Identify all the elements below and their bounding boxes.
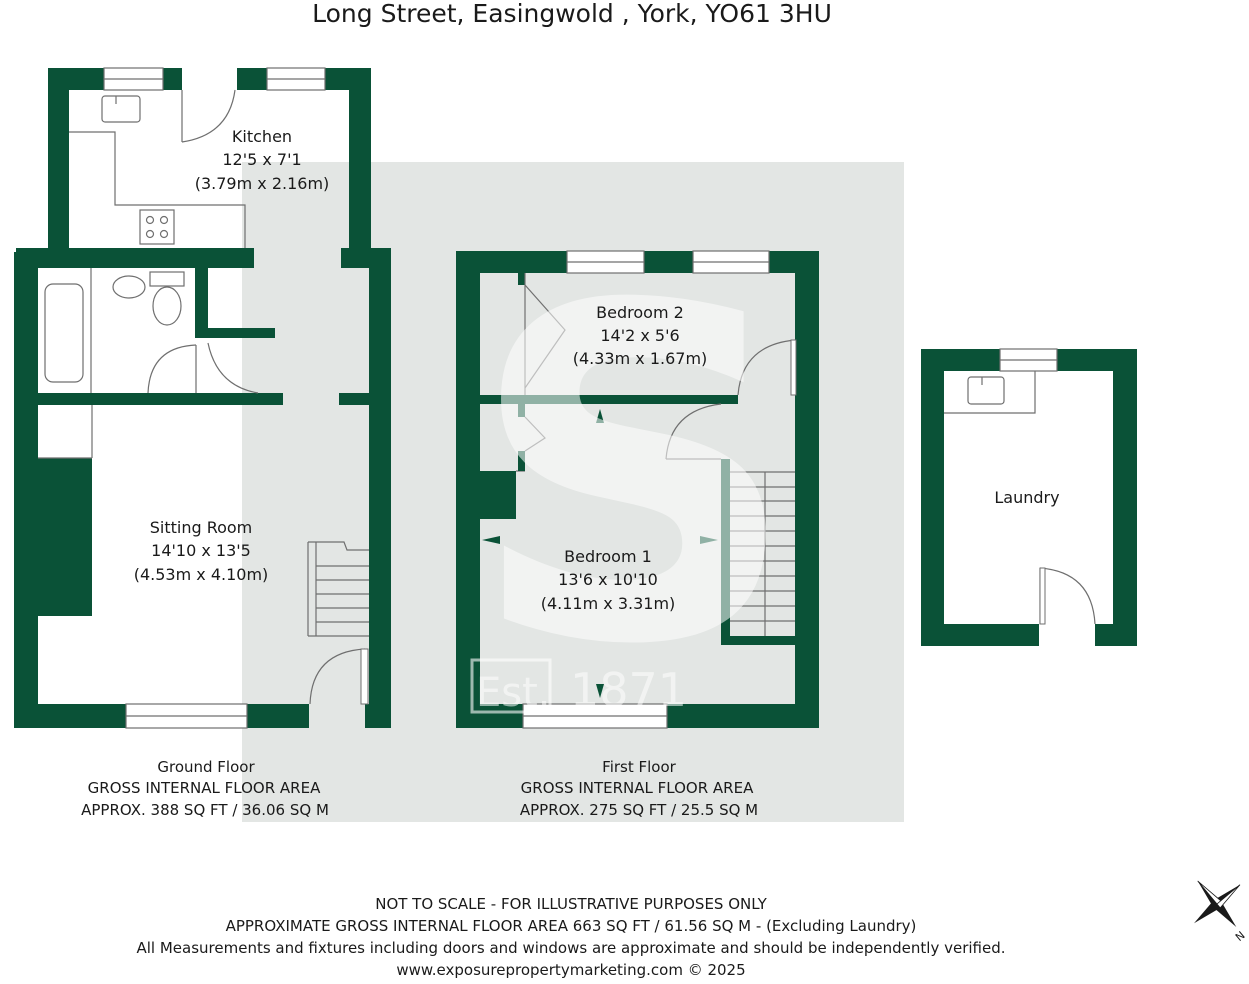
footer-disclaimer: NOT TO SCALE - FOR ILLUSTRATIVE PURPOSES… [375,895,767,913]
wall [14,704,126,728]
ground-stairs [307,541,369,637]
laundry-door-swing [1039,567,1096,625]
wall [1095,624,1137,646]
hob-icon [139,209,175,245]
compass-icon [1194,880,1241,927]
arrow-marker [482,536,500,544]
wall [339,393,371,405]
wall [195,328,275,338]
wall [921,349,1000,371]
wall [518,404,525,417]
kitchen-name: Kitchen [232,127,292,146]
wall [1113,349,1137,646]
bedroom1-size-metric: (4.11m x 3.31m) [541,594,676,613]
ground-floor-area-label: GROSS INTERNAL FLOOR AREA [88,779,321,797]
wall [518,273,525,285]
kitchen-worktop [69,131,246,248]
wall [667,704,819,728]
wall [721,459,730,645]
laundry-name: Laundry [994,488,1059,507]
footer-note: All Measurements and fixtures including … [136,939,1005,957]
arrow-marker [596,409,604,423]
wall [721,636,819,645]
wall [644,251,693,273]
wall [921,624,1039,646]
sink-icon [967,376,1005,405]
chimney-breast [38,458,92,616]
wall [237,68,267,90]
chimney-breast [480,471,516,519]
wall [349,68,371,268]
wall [369,248,391,728]
wall [480,395,738,404]
sitting-room-size-metric: (4.53m x 4.10m) [134,565,269,584]
wardrobe-door [524,284,566,389]
footer-website: www.exposurepropertymarketing.com © 2025 [396,961,745,979]
wall [195,268,208,332]
wall [456,251,567,273]
toilet-icon [152,286,182,326]
front-door-swing [309,648,366,705]
bedroom1-door-swing [665,403,722,460]
wall [163,68,182,90]
wall [365,704,391,728]
laundry-plan [921,348,1137,646]
kitchen-size-metric: (3.79m x 2.16m) [195,174,330,193]
wall [247,704,309,728]
cupboard-door [524,416,546,452]
wall [921,349,944,646]
bedroom2-name: Bedroom 2 [596,303,684,322]
bedroom2-door-swing [737,339,796,396]
first-floor-area-label: GROSS INTERNAL FLOOR AREA [521,779,754,797]
first-floor-plan [456,250,819,729]
wall [48,68,69,252]
watermark-year: 1871 [570,663,687,717]
wall [769,251,819,273]
sink-icon [101,95,141,123]
first-floor-name: First Floor [602,758,676,776]
sitting-room-size-imperial: 14'10 x 13'5 [151,541,251,560]
bathroom-door-swing [147,344,197,394]
arrow-marker [700,536,718,544]
wall [456,704,523,728]
bedroom2-size-metric: (4.33m x 1.67m) [573,349,708,368]
watermark-s: S [468,210,799,745]
page-title: Long Street, Easingwold , York, YO61 3HU [312,0,832,28]
compass-north-label: N [1233,929,1248,944]
laundry-worktop [944,371,1036,414]
wall [16,248,254,268]
sitting-room-name: Sitting Room [150,518,253,537]
wall [14,252,38,728]
hall-door-swing [207,342,259,394]
wall [48,68,104,90]
wall [1057,349,1137,371]
wall [38,393,283,405]
watermark-logo: S Est. 1871 [468,210,799,745]
bedroom2-size-imperial: 14'2 x 5'6 [600,326,679,345]
kitchen-door-swing [181,89,236,143]
toilet-cistern [149,271,185,287]
watermark-est: Est. [476,670,551,716]
arrow-marker [596,684,604,698]
kitchen-size-imperial: 12'5 x 7'1 [222,150,301,169]
ground-floor-area: APPROX. 388 SQ FT / 36.06 SQ M [81,801,329,819]
first-floor-stairs [730,471,795,636]
bedroom1-name: Bedroom 1 [564,547,652,566]
ground-floor-plan [14,67,391,729]
first-floor-area: APPROX. 275 SQ FT / 25.5 SQ M [520,801,758,819]
ground-floor-name: Ground Floor [157,758,255,776]
basin-icon [112,275,146,299]
wall [795,251,819,728]
footer-total-area: APPROXIMATE GROSS INTERNAL FLOOR AREA 66… [226,917,917,935]
wall [456,251,480,728]
bedroom1-size-imperial: 13'6 x 10'10 [558,570,658,589]
bath-icon [44,283,84,383]
wall [518,451,525,471]
